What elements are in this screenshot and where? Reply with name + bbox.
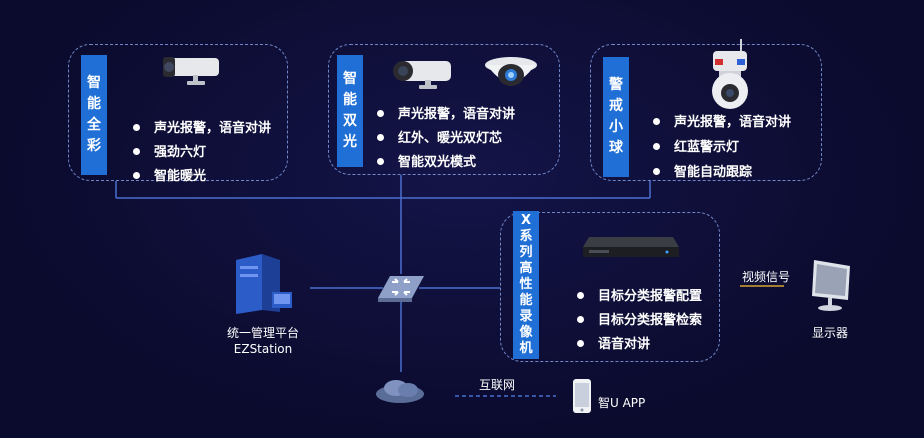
feature-item: 强劲六灯	[133, 141, 206, 160]
bullet-camera-icon	[393, 61, 451, 89]
network-switch-icon	[378, 276, 424, 302]
nvr-recorder-icon	[583, 237, 679, 257]
feature-item: 智能暖光	[133, 165, 206, 184]
internet-label: 互联网	[478, 378, 515, 392]
internet-cloud-icon	[376, 380, 424, 403]
bullet-camera-icon	[163, 57, 219, 85]
feature-item: 智能双光模式	[377, 151, 476, 170]
server-tower-icon	[236, 254, 292, 314]
feature-item: 声光报警，语音对讲	[377, 103, 515, 122]
dome-camera-icon	[485, 57, 537, 86]
card-title-smart-dual-light: 智能双光	[337, 55, 363, 167]
display-label: 显示器	[811, 326, 848, 340]
card-smart-dual-light: 智能双光 声光报警，语音对讲 红外、暖光双灯芯 智能双光模式	[328, 44, 560, 175]
platform-software-label: EZStation	[233, 342, 293, 356]
feature-item: 目标分类报警检索	[577, 309, 702, 328]
feature-item: 红蓝警示灯	[653, 136, 739, 155]
platform-name-label: 统一管理平台	[226, 326, 299, 340]
feature-item: 声光报警，语音对讲	[653, 111, 791, 130]
monitor-icon	[812, 260, 850, 311]
app-label: 智U APP	[598, 396, 646, 410]
feature-item: 声光报警，语音对讲	[133, 117, 271, 136]
feature-item: 语音对讲	[577, 333, 650, 352]
card-alert-mini-ptz: 警戒小球 声光报警，语音对讲 红蓝警示灯 智能自动跟踪	[590, 39, 822, 181]
feature-item: 智能自动跟踪	[653, 161, 752, 180]
card-title-alert-mini-ptz: 警戒小球	[603, 57, 629, 177]
ptz-ball-camera-icon	[712, 39, 748, 109]
card-title-smart-full-color: 智能全彩	[81, 55, 107, 175]
card-smart-full-color: 智能全彩 声光报警，语音对讲 强劲六灯 智能暖光	[68, 44, 288, 184]
feature-item: 红外、暖光双灯芯	[377, 127, 502, 146]
feature-item: 目标分类报警配置	[577, 285, 702, 304]
video-signal-label: 视频信号	[741, 270, 790, 284]
smartphone-icon	[573, 379, 591, 413]
